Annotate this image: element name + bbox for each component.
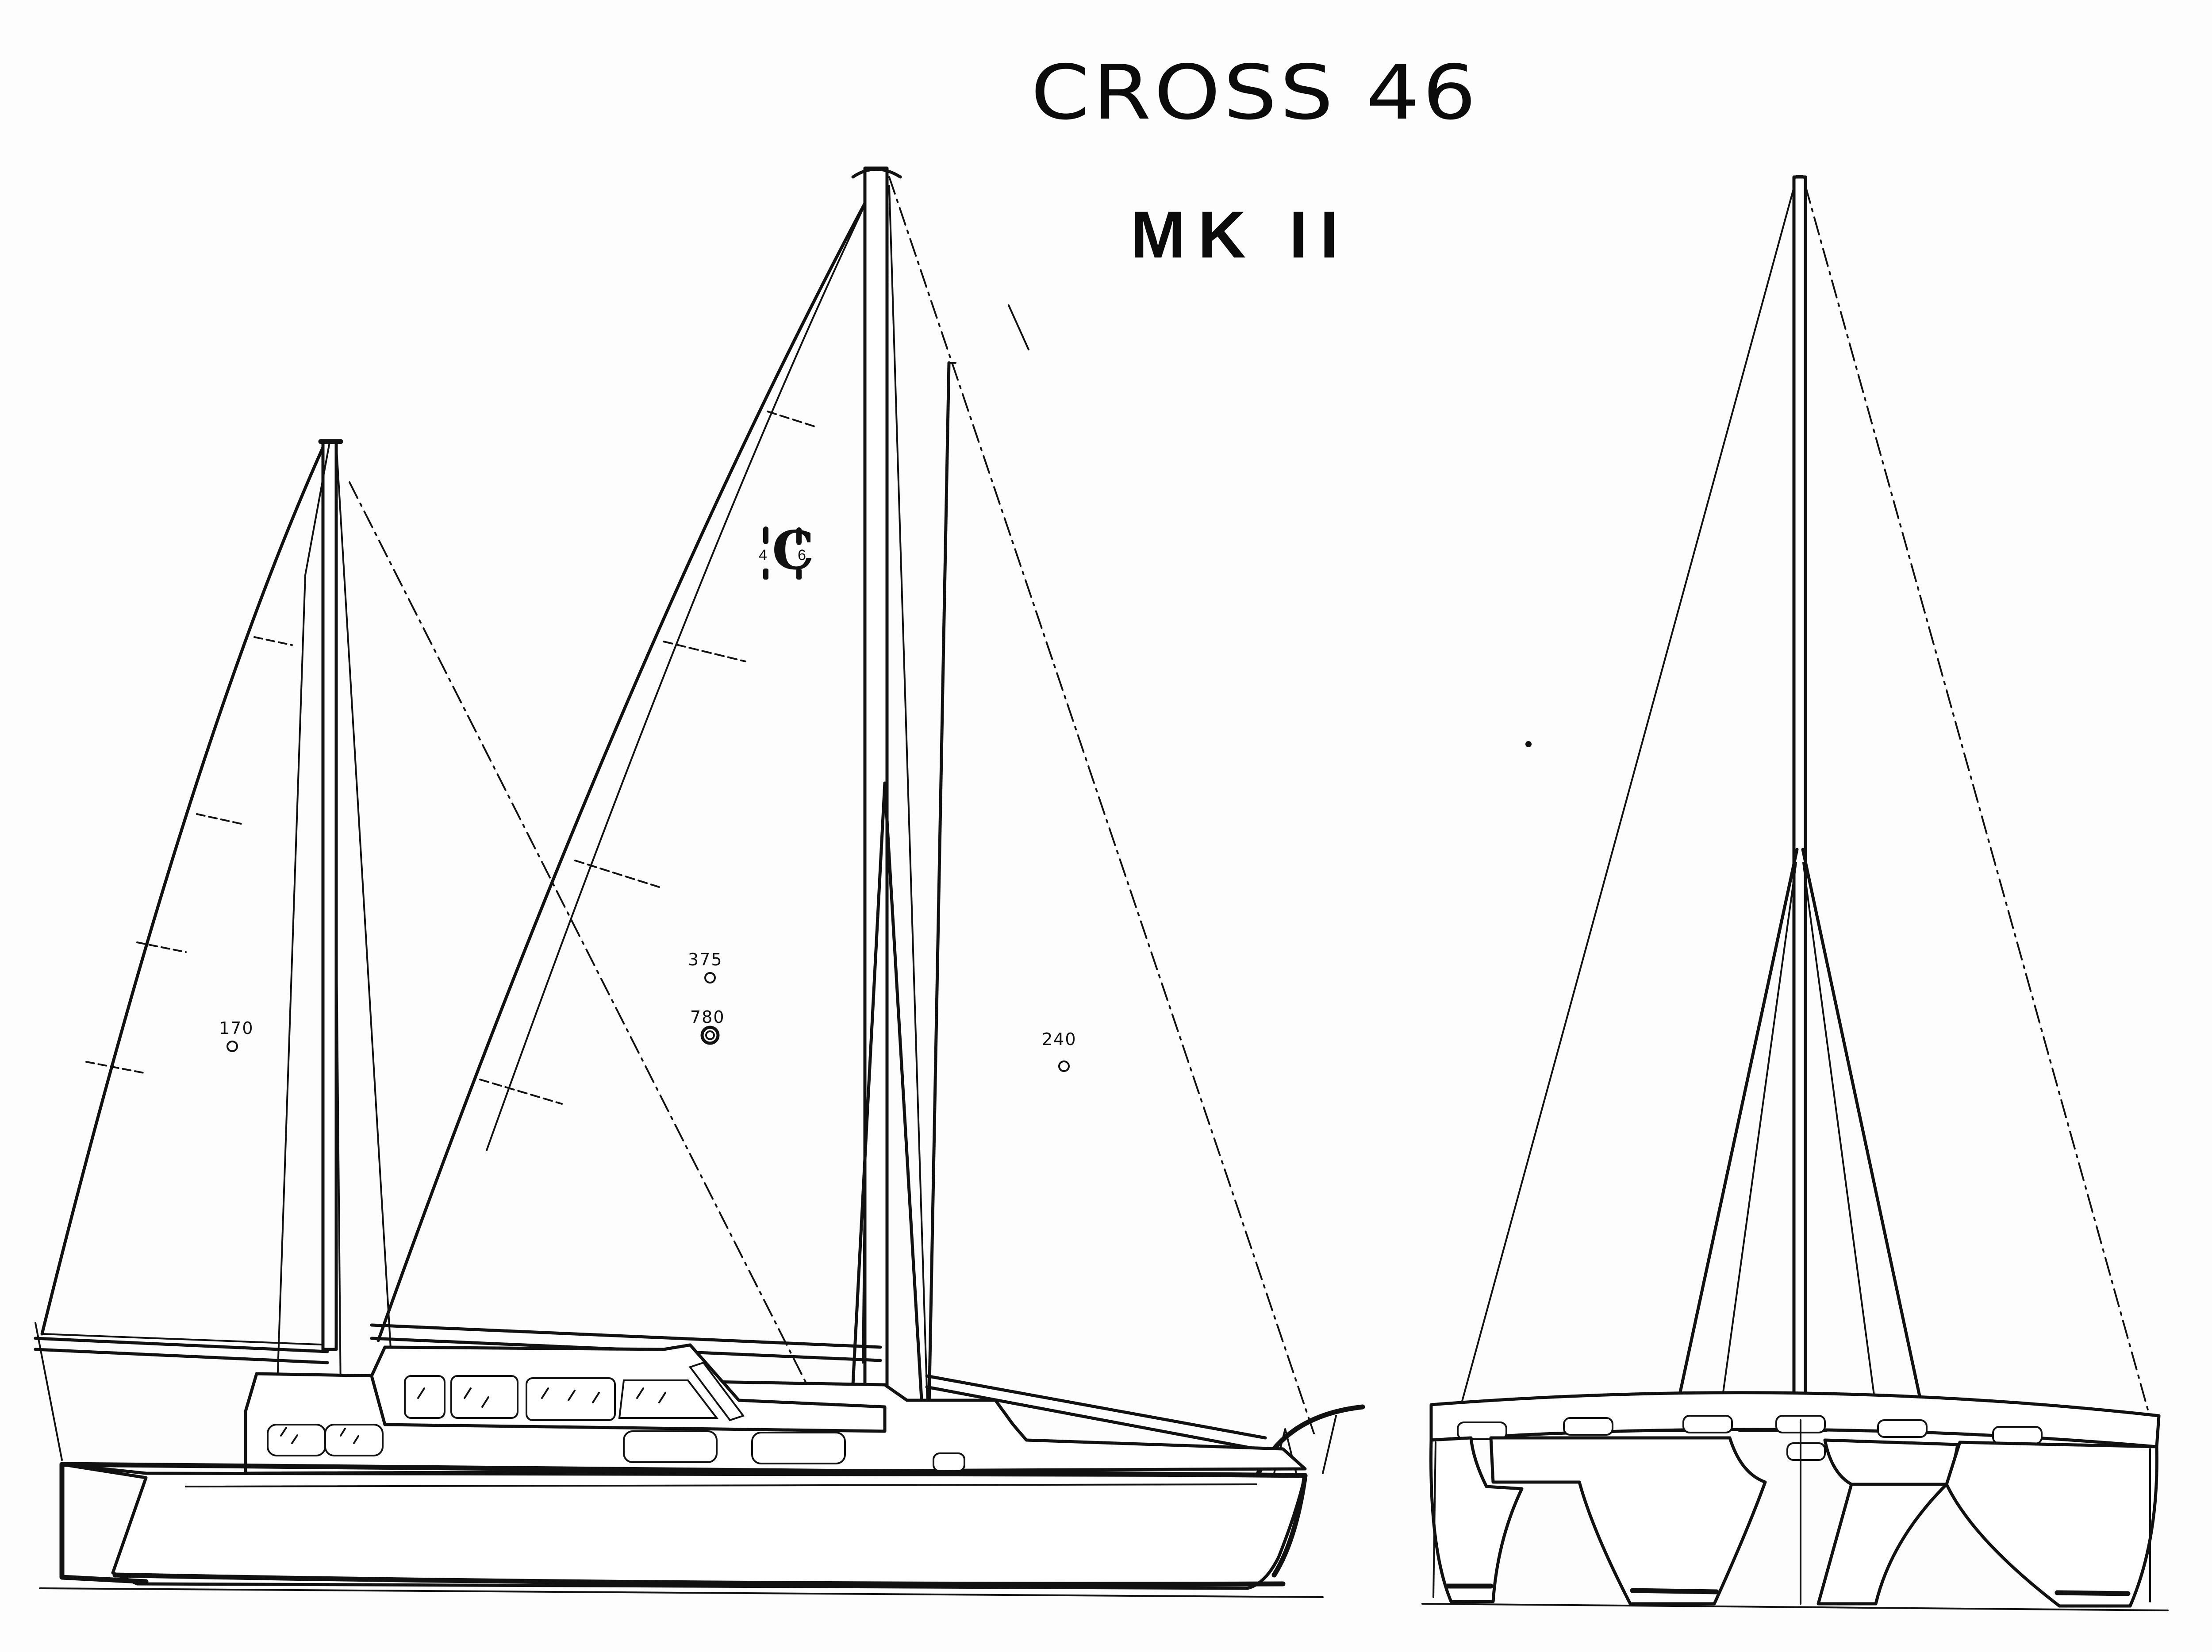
jib-luff <box>927 361 951 1409</box>
bow-view-shroud-port <box>1452 185 1795 1434</box>
bow-elevation <box>1421 175 2169 1611</box>
deckhouse <box>244 1343 1307 1475</box>
forestay <box>888 176 1315 1434</box>
sail-area-label-main: 375 <box>688 950 723 969</box>
total-ce-marker <box>700 1026 720 1045</box>
insignia-letter: C <box>772 519 814 582</box>
jib-ce-marker <box>1058 1060 1070 1072</box>
sail-area-label-jib: 240 <box>1042 1030 1077 1049</box>
insignia-bar-bottom-left <box>763 569 768 580</box>
hull-side <box>35 1322 1324 1598</box>
centre-bridgedeck <box>1489 1436 1767 1606</box>
mizzen-sail <box>40 441 333 1346</box>
main-leech <box>376 197 869 1342</box>
scan-mark <box>1008 304 1029 350</box>
scan-dot <box>1525 741 1532 747</box>
drawing-title: CROSS 46 <box>1031 49 1479 137</box>
insignia-bar-top-right <box>796 527 802 545</box>
mizzen-leech <box>40 441 327 1336</box>
main-mast <box>848 166 1315 1461</box>
main-ce-marker <box>704 972 716 984</box>
insignia-bar-top-left <box>763 526 768 544</box>
mizzen-mast <box>273 439 837 1474</box>
insignia-bar-bottom-right <box>796 569 802 580</box>
waterline-base <box>39 1587 1324 1598</box>
mizzen-ce-marker <box>227 1041 238 1052</box>
mizzen-triatic-stay <box>349 481 837 1443</box>
insignia-digit-right: 6 <box>798 547 806 564</box>
main-sail <box>376 176 879 1364</box>
sail-area-label-mizzen: 170 <box>219 1018 254 1038</box>
insignia-digit-left: 4 <box>759 547 767 564</box>
starboard-hull <box>1945 1441 2158 1608</box>
drawing-subtitle: MK II <box>1130 197 1351 272</box>
bow-view-mast <box>1792 175 1807 1431</box>
side-elevation <box>34 166 1365 1598</box>
sail-insignia: 4 C 6 <box>759 522 814 588</box>
bow-view-baseline <box>1421 1603 2169 1611</box>
bow-view-shroud-stbd <box>1805 185 2155 1434</box>
sail-area-label-total: 780 <box>690 1007 725 1027</box>
